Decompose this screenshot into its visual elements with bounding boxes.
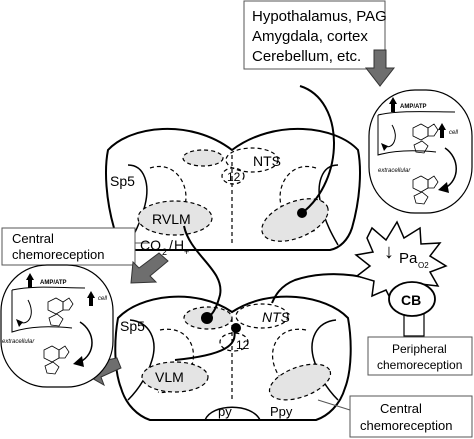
peripheral-chemoreception-box <box>367 336 473 376</box>
arrowhead-icon <box>381 143 388 151</box>
arrowhead-icon <box>73 356 84 367</box>
co2-subscript: 2 <box>162 247 167 257</box>
central-chemoreception-top-line-2: chemoreception <box>12 247 105 262</box>
upper-rvlm-nucleus <box>137 200 213 236</box>
lower-vlm-nucleus <box>141 361 209 393</box>
h-text: H <box>174 237 184 253</box>
lower-hypoglossal-region <box>219 332 249 352</box>
adenosine-molecule-icon <box>412 175 439 205</box>
up-arrow-icon <box>438 123 446 138</box>
h-subscript: + <box>184 247 189 257</box>
arrowhead-icon <box>16 319 23 327</box>
peripheral-chemoreception-line-2: chemoreception <box>377 358 462 372</box>
rvlm-to-lower-projection <box>183 225 222 319</box>
projection-terminal-midline <box>231 323 241 333</box>
upper-rvlm-label: RVLM <box>152 211 191 227</box>
pao2-text: Pa <box>399 250 418 267</box>
carotid-stalk <box>403 314 425 337</box>
arrowhead-icon <box>438 182 449 193</box>
lower-right-nucleus <box>268 363 332 401</box>
up-arrow-icon <box>87 291 95 306</box>
upper-hypoglossal-region <box>221 167 245 185</box>
inset-right-cell-label: cell <box>449 130 459 136</box>
pyramid-left-contour <box>204 406 261 421</box>
atp-inset-right: AMP/ATP cell extracellular <box>368 89 473 214</box>
inset-left-amp-atp: AMP/ATP <box>40 280 67 286</box>
lower-hypoglossal-label: 12 <box>236 338 250 352</box>
central-chemoreception-top-box <box>1 227 136 266</box>
carotid-body-label: CB <box>401 292 421 308</box>
down-arrow-glyph-icon: ↓ <box>384 241 394 263</box>
co2-text: CO <box>140 237 161 253</box>
left-arrow-upper-icon <box>130 252 169 284</box>
upper-hypoglossal-label: 12 <box>227 170 241 184</box>
lower-vlm-label: VLM <box>155 369 184 385</box>
carotid-body <box>388 281 436 317</box>
co2-h-label: CO 2 / H + <box>140 237 189 257</box>
projection-terminal-upper-right <box>297 208 307 218</box>
atp-inset-left: AMP/ATP cell extracellular <box>0 264 114 388</box>
central-chemoreception-bottom-line-2: chemoreception <box>360 418 453 433</box>
adenosine-molecule-icon <box>43 345 70 375</box>
higher-centers-line-3: Cerebellum, etc. <box>252 48 361 65</box>
higher-centers-line-1: Hypothalamus, PAG <box>252 8 387 25</box>
up-arrow-icon <box>389 97 397 112</box>
inset-left-extracellular-label: extracellular <box>2 339 35 345</box>
lower-left-inner-contour <box>127 319 155 401</box>
pyramid-label: py <box>218 404 232 419</box>
higher-centers-line-2: Amygdala, cortex <box>252 28 368 45</box>
central-chemoreception-top-line-1: Central <box>12 231 54 246</box>
adenosine-molecule-icon <box>47 297 74 327</box>
slash-text: / <box>169 237 173 253</box>
central-chemoreception-bottom-box <box>349 395 473 438</box>
down-arrow-icon <box>364 49 396 87</box>
up-arrow-icon <box>26 273 34 288</box>
inset-left-cell-membrane <box>11 286 86 333</box>
inset-right-curved-arrow-right <box>444 147 457 189</box>
upper-medulla-section: Sp5 NTS 12 RVLM <box>105 127 361 251</box>
inset-right-extracellular-label: extracellular <box>378 168 411 174</box>
inset-left-cell-label: cell <box>98 296 108 302</box>
inset-right-amp-atp: AMP/ATP <box>400 104 427 110</box>
lower-medulla-section: Sp5 NTS 12 VLM py Ppy <box>114 295 352 421</box>
central-chemoreception-bottom-line-1: Central <box>380 401 422 416</box>
descending-projection-line <box>299 85 335 214</box>
inset-right-cell-membrane <box>377 111 456 156</box>
upper-right-nucleus <box>261 198 329 242</box>
projection-terminal-lower-left <box>201 312 213 324</box>
upper-left-dorsal-nucleus <box>182 149 224 167</box>
adenosine-molecule-icon <box>412 123 439 154</box>
higher-centers-box <box>243 0 386 70</box>
lower-sp5-label: Sp5 <box>120 318 145 334</box>
lower-nts-region <box>235 303 289 329</box>
inset-left-curved-arrow-right <box>79 321 93 363</box>
lower-right-inner-contour <box>311 319 339 401</box>
pao2-subscript: O2 <box>418 261 429 270</box>
upper-sp5-label: Sp5 <box>110 173 135 189</box>
peripheral-chemoreception-line-1: Peripheral <box>392 342 447 356</box>
midline-to-vlm-projection <box>174 329 236 361</box>
central-chemoreception-bottom-leader <box>317 399 351 411</box>
upper-nts-region <box>225 147 279 173</box>
lower-nts-label: NTS <box>262 309 291 325</box>
lower-medulla-outline <box>114 295 352 421</box>
parapyramidal-label: Ppy <box>270 404 293 419</box>
upper-nts-label: NTS <box>253 153 281 169</box>
